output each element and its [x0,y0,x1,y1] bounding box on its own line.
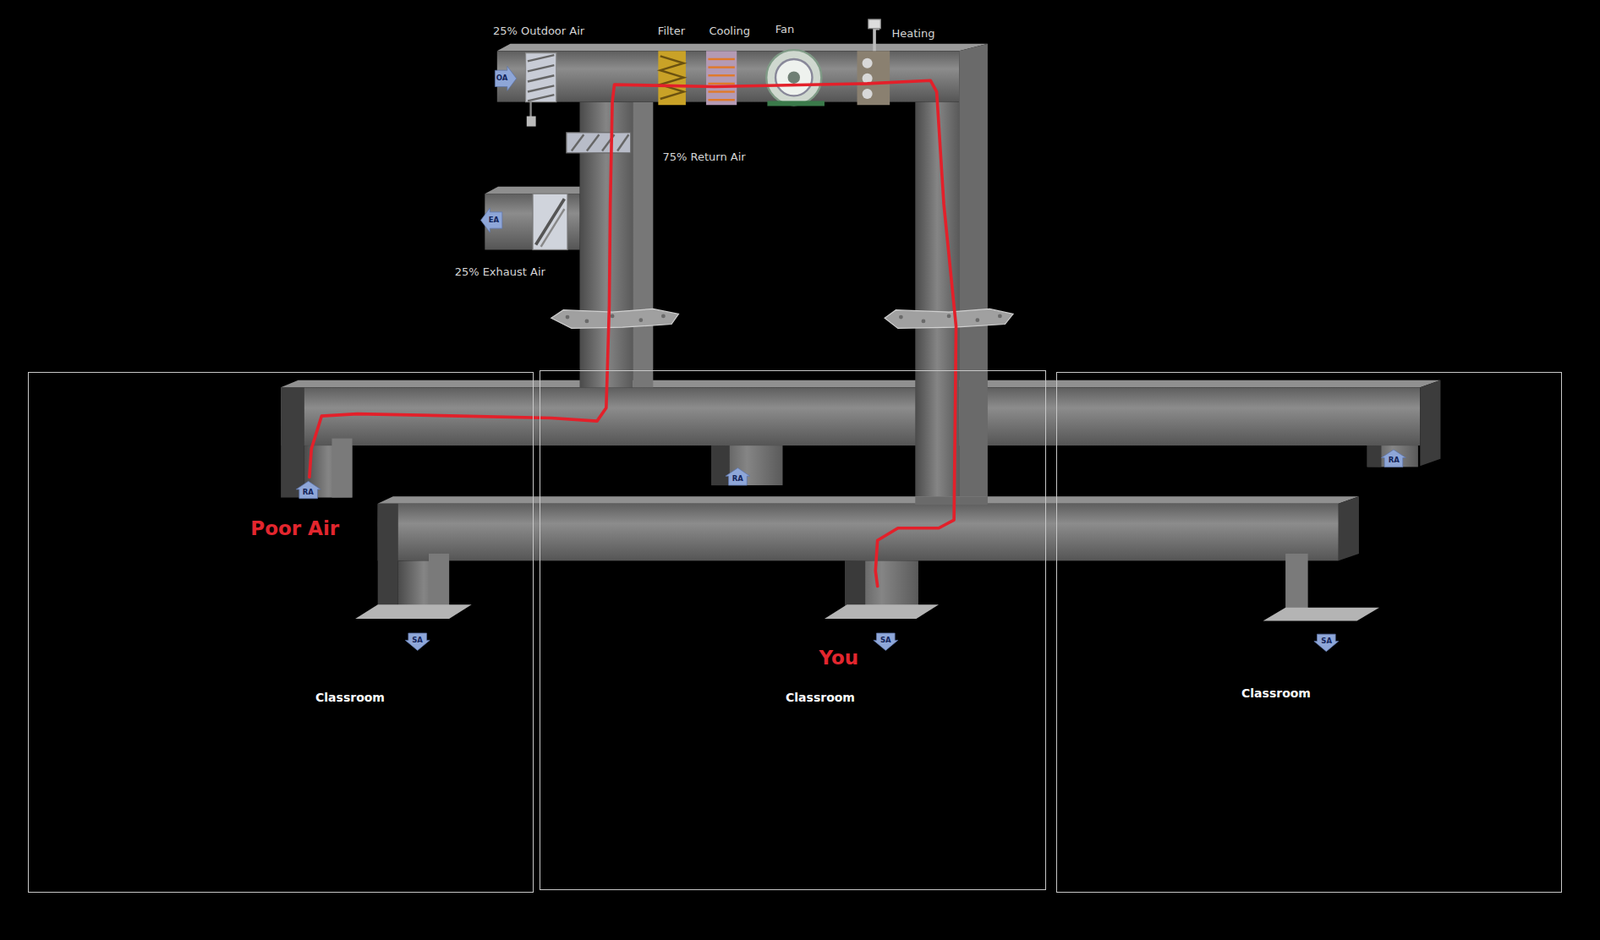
supply-duct [355,496,1380,621]
arrow-tag: RA [732,475,744,484]
air-path [309,80,957,587]
label-holder: SA [1320,637,1332,647]
air-arrow [295,65,1406,652]
label-holder: 25% Outdoor Air [493,25,585,39]
label-holder: SA [880,636,892,646]
roof-slab [551,308,1014,329]
label-holder: You [818,646,859,669]
label-holder: Cooling [708,25,751,39]
return-riser [484,102,653,389]
label-holder: SA [411,636,423,646]
room-name: Classroom [785,690,855,705]
return-duct [280,380,1441,499]
arrow-tag: SA [880,636,892,646]
flow-label: 75% Return Air [662,150,746,164]
label-holder: OA [496,74,509,83]
arrow-tag: EA [488,216,499,225]
arrow-tag: SA [1320,637,1332,647]
classroom-box: Classroom [539,370,1047,891]
room-name-holder: Classroom [315,690,385,705]
room-name: Classroom [1241,686,1311,701]
classroom-box: Classroom [1056,372,1562,894]
arrow-tag: OA [496,74,509,83]
room-name-holder: Classroom [785,690,855,705]
label-holder: Poor Air [250,517,340,540]
component-label: Heating [891,27,935,40]
label-holder: Heating [891,27,935,40]
label-holder: RA [732,475,744,484]
arrow-tag: RA [1388,457,1400,466]
label-holder: 75% Return Air [662,150,746,164]
flow-label: 25% Exhaust Air [454,266,546,280]
label-holder: RA [302,488,314,498]
room-name: Classroom [315,690,385,705]
component-label: Cooling [708,25,751,39]
component-label: Filter [657,25,685,39]
component-label: Fan [775,23,795,37]
label-holder: Fan [775,23,795,37]
callout-label: Poor Air [250,517,340,540]
arrow-tag: SA [411,636,423,646]
component-label: 25% Outdoor Air [493,25,585,39]
room-name-holder: Classroom [1241,686,1311,701]
label-holder: EA [488,216,499,225]
label-holder: RA [1388,457,1400,466]
classroom-box: Classroom [27,372,534,894]
callout-label: You [818,646,859,669]
label-holder: Filter [657,25,685,39]
label-holder: 25% Exhaust Air [454,266,546,280]
arrow-tag: RA [302,488,314,498]
